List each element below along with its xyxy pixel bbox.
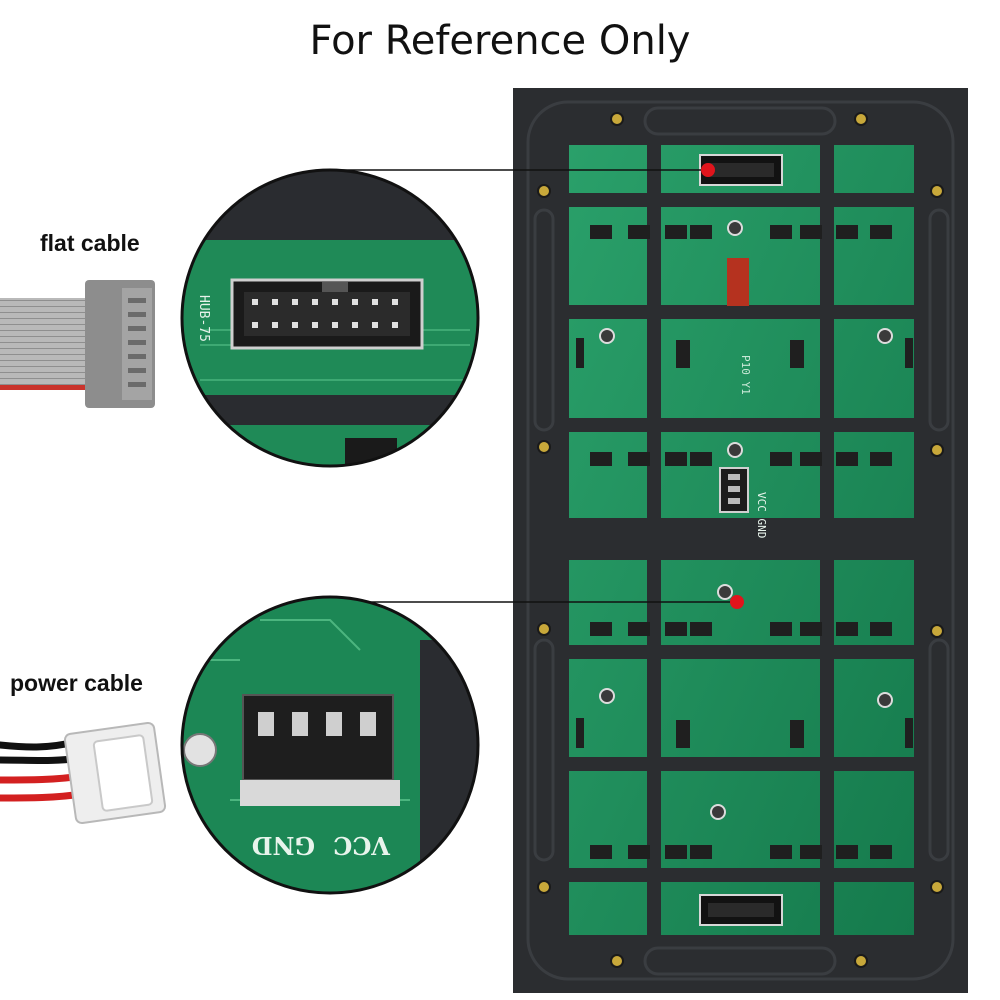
flat-cable-marker: [701, 163, 715, 177]
power-cable-marker: [730, 595, 744, 609]
power-cable-label: power cable: [10, 670, 143, 696]
power-zoom-connector: [242, 694, 394, 781]
flat-cable-label: flat cable: [40, 230, 140, 256]
panel-vcc-gnd-text: VCC GND: [755, 492, 768, 538]
panel-hub75-connector-top: [699, 154, 783, 186]
vcc-silkscreen: VCC: [333, 831, 391, 860]
panel-hub75-connector-bottom: [699, 894, 783, 926]
hub75-zoom-connector: [230, 278, 424, 350]
gnd-silkscreen: GND: [252, 831, 315, 860]
hub75-zoom-view: HUB-75: [180, 168, 480, 468]
panel-sticker: [727, 258, 749, 306]
flat-cable: [0, 280, 155, 408]
panel-code-text: P10 Y1: [739, 355, 752, 395]
panel-power-connector: [719, 467, 749, 513]
hub75-silkscreen: HUB-75: [196, 295, 211, 342]
page-title: For Reference Only: [309, 18, 691, 64]
power-cable: [0, 721, 167, 825]
led-panel-board: P10 Y1 VCC GND: [513, 88, 968, 993]
power-zoom-view: GND VCC: [180, 595, 480, 895]
